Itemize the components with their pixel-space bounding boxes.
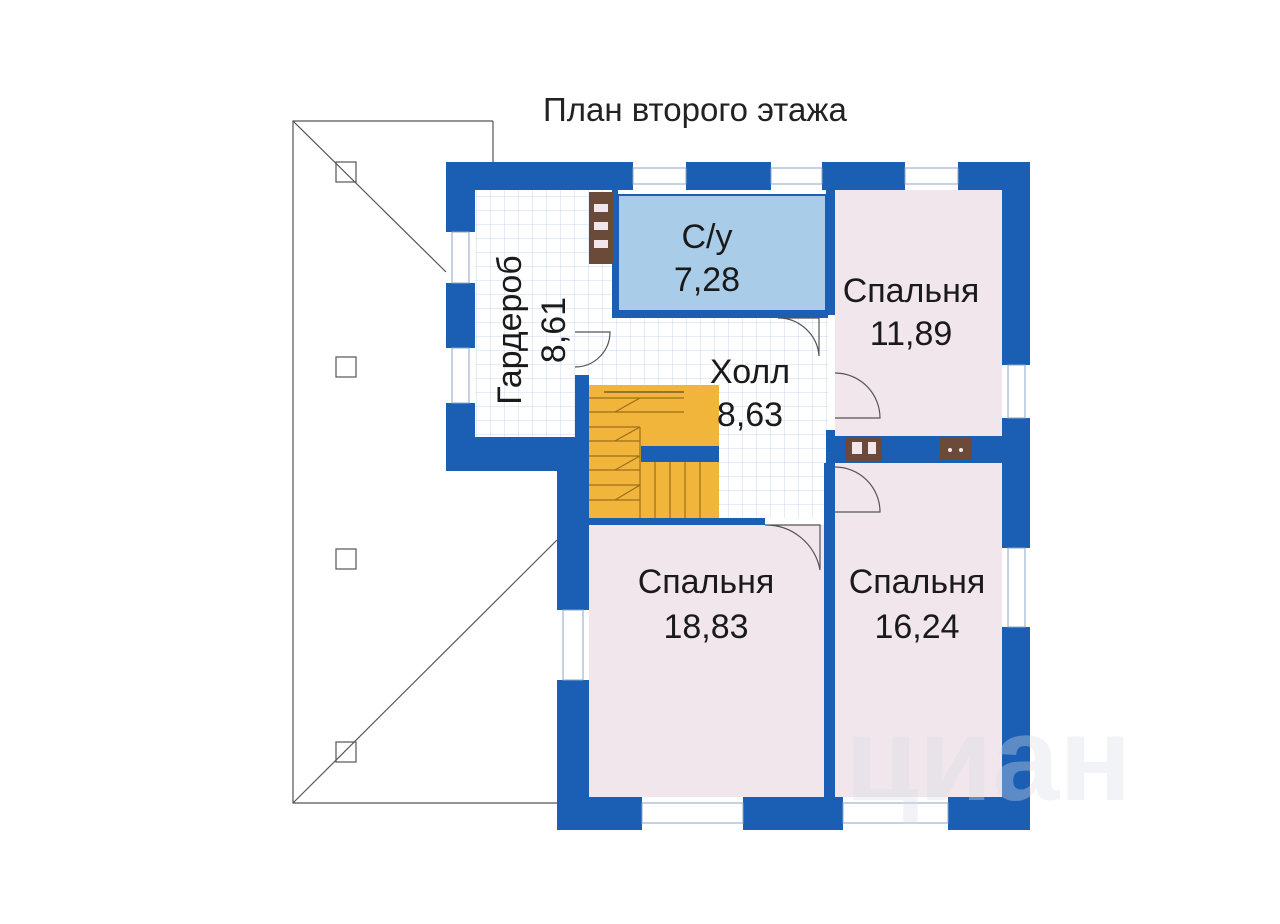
doors xyxy=(574,317,881,571)
watermark-logo: циан xyxy=(845,692,1132,826)
room-area-bedroom-se: 16,24 xyxy=(874,608,959,646)
vent-shafts xyxy=(589,192,972,461)
room-area-bedroom-ne: 11,89 xyxy=(870,315,953,353)
room-area-hall: 8,63 xyxy=(717,396,783,434)
roof-outline xyxy=(292,120,558,804)
room-name-bathroom: С/у xyxy=(682,218,733,256)
room-name-bedroom-se: Спальня xyxy=(849,563,986,601)
room-area-bathroom: 7,28 xyxy=(674,261,740,299)
plan-title: План второго этажа xyxy=(543,91,847,128)
room-area-wardrobe: 8,61 xyxy=(535,297,573,363)
bedroom-ne-floor xyxy=(835,190,1002,436)
bedroom-sw-floor xyxy=(589,525,824,797)
room-name-bedroom-ne: Спальня xyxy=(843,272,980,310)
windows xyxy=(451,167,1026,824)
room-name-hall: Холл xyxy=(710,353,790,391)
walls xyxy=(446,162,1030,830)
wardrobe-label: Гардероб 8,61 xyxy=(491,255,573,405)
bathroom-floor xyxy=(617,194,827,313)
room-name-wardrobe: Гардероб xyxy=(491,255,529,405)
bedroom-se-floor xyxy=(835,463,1002,797)
room-name-bedroom-sw: Спальня xyxy=(638,563,775,601)
room-area-bedroom-sw: 18,83 xyxy=(663,608,748,646)
